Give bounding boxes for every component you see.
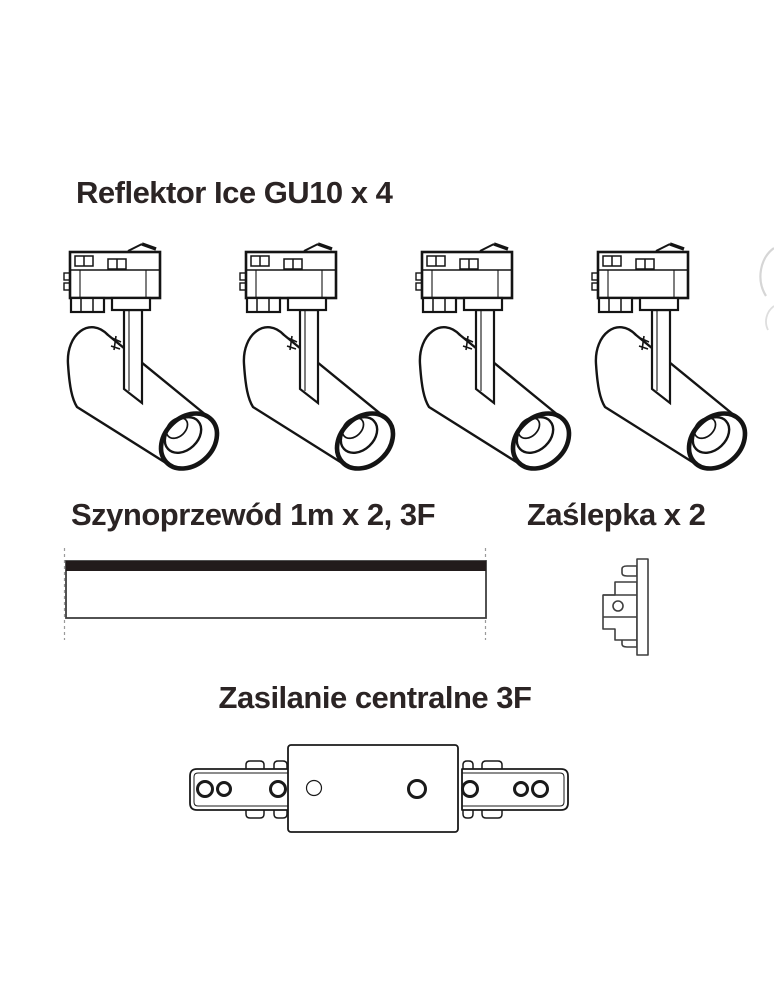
end-cap-illustration bbox=[602, 558, 649, 656]
central-power-connector-illustration bbox=[189, 744, 569, 833]
track-spotlight-illustration bbox=[590, 240, 760, 480]
track-rail-illustration bbox=[63, 548, 487, 640]
section-title-zaslepka: Zaślepka x 2 bbox=[527, 497, 706, 532]
section-title-szynoprzewod: Szynoprzewód 1m x 2, 3F bbox=[71, 497, 436, 532]
cropped-drawing-fragment bbox=[759, 247, 774, 331]
track-spotlight-illustration bbox=[62, 240, 232, 480]
section-title-zasilanie: Zasilanie centralne 3F bbox=[218, 680, 532, 715]
track-spotlight-illustration bbox=[238, 240, 408, 480]
spotlight-row bbox=[62, 240, 762, 480]
track-spotlight-illustration bbox=[414, 240, 584, 480]
section-title-reflektor: Reflektor Ice GU10 x 4 bbox=[76, 175, 393, 210]
